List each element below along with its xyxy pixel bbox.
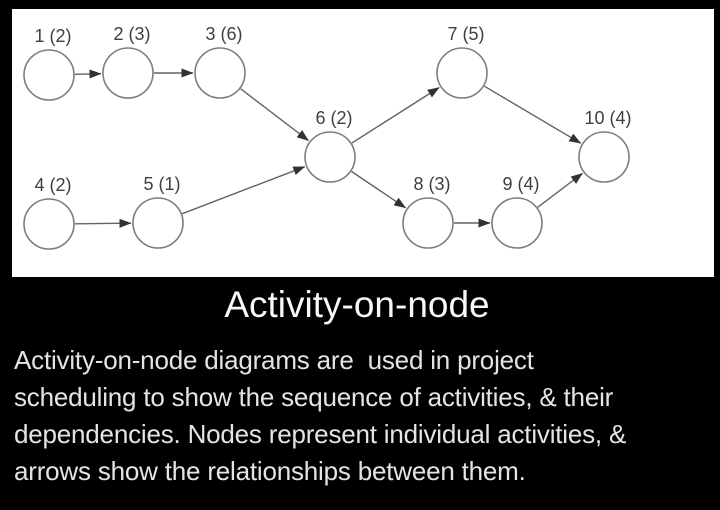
activity-node-4 (23, 198, 75, 250)
activity-node-label-4: 4 (2) (34, 175, 71, 195)
activity-node-label-6: 6 (2) (315, 108, 352, 128)
nodes-layer (23, 47, 630, 250)
activity-node-3 (194, 47, 246, 99)
activity-node-9 (491, 197, 543, 249)
diagram-panel: 1 (2) 2 (3) 3 (6) 4 (2) 5 (1) 6 (2) 7 (5) 8 (3)… (12, 9, 714, 277)
labels-layer: 1 (2) 2 (3) 3 (6) 4 (2) 5 (1) 6 (2) 7 (5) 8 (3)… (34, 24, 631, 195)
activity-node-label-3: 3 (6) (205, 24, 242, 44)
dependency-arrow-1-2 (74, 69, 102, 79)
activity-node-8 (402, 197, 454, 249)
page-title: Activity-on-node (224, 284, 490, 325)
edges-layer (74, 68, 583, 228)
caption-line: Activity-on-node diagrams are used in pr… (14, 345, 534, 375)
dependency-arrow-5-6 (182, 166, 306, 215)
activity-node-2 (102, 47, 154, 99)
activity-node-6 (304, 131, 356, 183)
activity-node-5 (132, 197, 184, 249)
activity-node-label-7: 7 (5) (447, 24, 484, 44)
activity-node-label-8: 8 (3) (413, 174, 450, 194)
caption-line: arrows show the relationships between th… (14, 456, 526, 486)
activity-diagram: 1 (2) 2 (3) 3 (6) 4 (2) 5 (1) 6 (2) 7 (5) 8 (3)… (23, 24, 632, 250)
dependency-arrow-4-5 (74, 218, 132, 228)
activity-node-label-2: 2 (3) (113, 24, 150, 44)
caption-paragraph: Activity-on-node diagrams are used in pr… (14, 342, 626, 490)
dependency-arrow-6-8 (351, 170, 407, 209)
activity-node-label-9: 9 (4) (502, 174, 539, 194)
activity-node-label-1: 1 (2) (34, 26, 71, 46)
activity-node-7 (436, 47, 488, 99)
dependency-arrow-7-10 (484, 85, 582, 144)
activity-node-10 (578, 131, 630, 183)
caption-line: scheduling to show the sequence of activ… (14, 382, 614, 412)
dependency-arrow-9-10 (537, 172, 583, 208)
dependency-arrow-3-6 (240, 88, 309, 142)
activity-node-1 (23, 49, 75, 101)
activity-node-label-10: 10 (4) (584, 108, 631, 128)
caption-line: dependencies. Nodes represent individual… (14, 419, 627, 449)
dependency-arrow-6-7 (351, 86, 440, 144)
activity-node-label-5: 5 (1) (143, 174, 180, 194)
